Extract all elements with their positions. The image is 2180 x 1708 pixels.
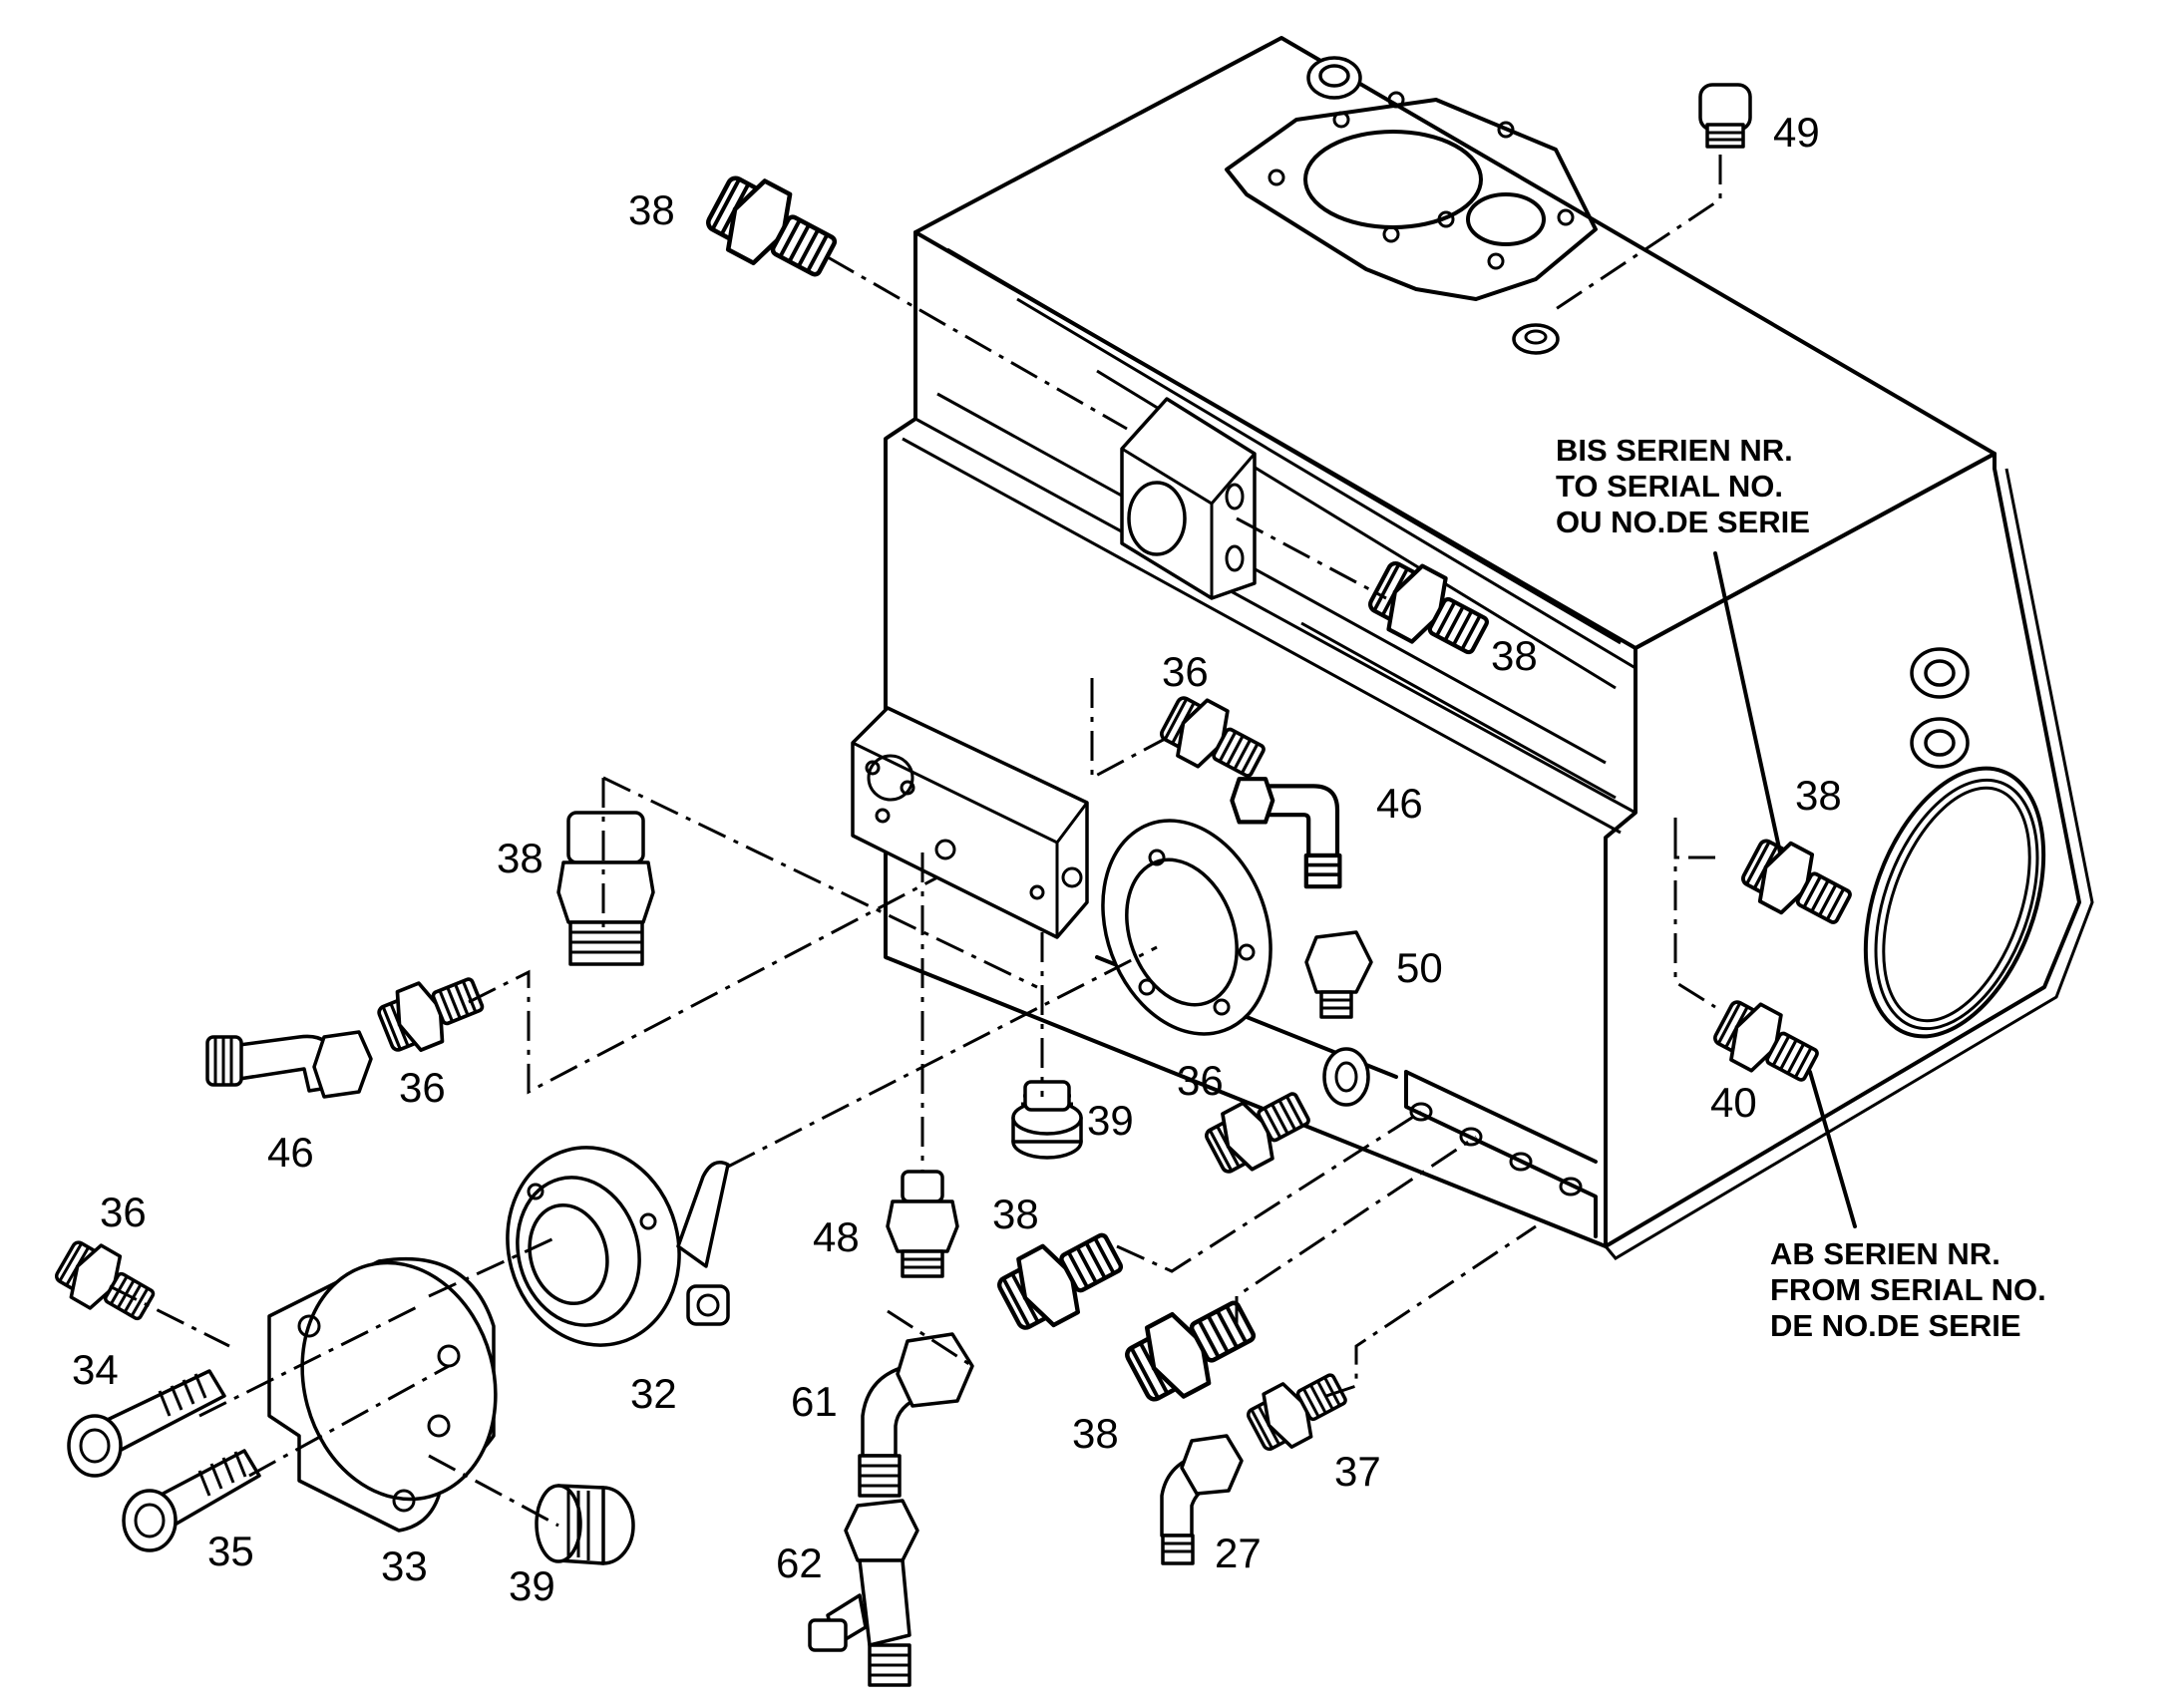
- note-from-serial-line-2: FROM SERIAL NO.: [1770, 1272, 2046, 1307]
- note-from-serial: AB SERIEN NR. FROM SERIAL NO. DE NO.DE S…: [1770, 1236, 2046, 1343]
- callout-37: 37: [1334, 1448, 1381, 1495]
- callout-35: 35: [207, 1528, 254, 1574]
- callout-36-b: 36: [399, 1064, 446, 1111]
- callout-38-block: 38: [1491, 632, 1538, 679]
- gear-housing: [884, 36, 2094, 1260]
- callout-27: 27: [1215, 1530, 1262, 1576]
- callout-32: 32: [630, 1370, 677, 1417]
- fitting-38-right: [1734, 829, 1861, 940]
- callout-46-a: 46: [1376, 780, 1423, 827]
- callout-36-a: 36: [1162, 648, 1209, 695]
- note-from-serial-line-1: AB SERIEN NR.: [1770, 1236, 2000, 1271]
- callout-38-mid: 38: [992, 1191, 1039, 1237]
- distributor-block: [851, 706, 1089, 939]
- callout-40: 40: [1710, 1079, 1757, 1126]
- junction-block-upper: [1120, 397, 1257, 600]
- elbow-46-b: [205, 1030, 373, 1099]
- fitting-36-c: [1198, 1047, 1370, 1184]
- valve-body-33: [267, 1256, 498, 1533]
- fitting-38-top: [701, 167, 846, 292]
- flange-ring: [1101, 819, 1272, 1036]
- callout-34: 34: [72, 1346, 119, 1393]
- fitting-36-d: [48, 1231, 164, 1334]
- bolt-35: [122, 1449, 261, 1552]
- note-from-serial-line-3: DE NO.DE SERIE: [1770, 1308, 2021, 1343]
- callout-62: 62: [776, 1539, 823, 1586]
- tee-62: [808, 1499, 919, 1687]
- callout-46-b: 46: [267, 1129, 314, 1176]
- fitting-48: [886, 1170, 959, 1278]
- fitting-36-b: [372, 962, 492, 1062]
- callout-48: 48: [813, 1213, 860, 1260]
- callout-39-b: 39: [509, 1562, 555, 1609]
- callout-38-low: 38: [1072, 1410, 1119, 1457]
- plug-39-b: [535, 1484, 635, 1565]
- note-to-serial-line-1: BIS SERIEN NR.: [1556, 433, 1793, 468]
- plug-39-a: [1011, 1080, 1083, 1160]
- callout-61: 61: [791, 1378, 838, 1425]
- callout-50: 50: [1396, 944, 1443, 991]
- callout-labels: 49 38 38 36 46 50 38 36 46 38 36 39 40 3…: [72, 109, 1842, 1609]
- ball-valve-32: [506, 1146, 730, 1347]
- note-to-serial-line-3: OU NO.DE SERIE: [1556, 505, 1810, 539]
- callout-39-a: 39: [1087, 1097, 1134, 1144]
- callout-36-d: 36: [100, 1189, 147, 1235]
- callout-38-top: 38: [628, 186, 675, 233]
- note-to-serial-line-2: TO SERIAL NO.: [1556, 469, 1783, 504]
- callout-36-c: 36: [1177, 1057, 1224, 1104]
- elbow-27: [1160, 1434, 1244, 1565]
- elbow-61: [858, 1332, 974, 1498]
- nut-50: [1304, 930, 1373, 1019]
- bolt-34: [67, 1369, 226, 1478]
- callout-33: 33: [381, 1542, 428, 1589]
- fitting-36-a: [1153, 686, 1274, 793]
- fitting-38-low: [1120, 1285, 1265, 1411]
- note-to-serial: BIS SERIEN NR. TO SERIAL NO. OU NO.DE SE…: [1556, 433, 1810, 539]
- callout-38-left: 38: [497, 835, 544, 881]
- callout-38-right: 38: [1795, 772, 1842, 819]
- fitting-38-left: [556, 811, 655, 966]
- fitting-37: [1241, 1359, 1355, 1461]
- callout-49: 49: [1773, 109, 1820, 156]
- center-lines: [109, 155, 1857, 1528]
- plug-49: [1698, 83, 1752, 149]
- fitting-38-block: [1363, 552, 1496, 669]
